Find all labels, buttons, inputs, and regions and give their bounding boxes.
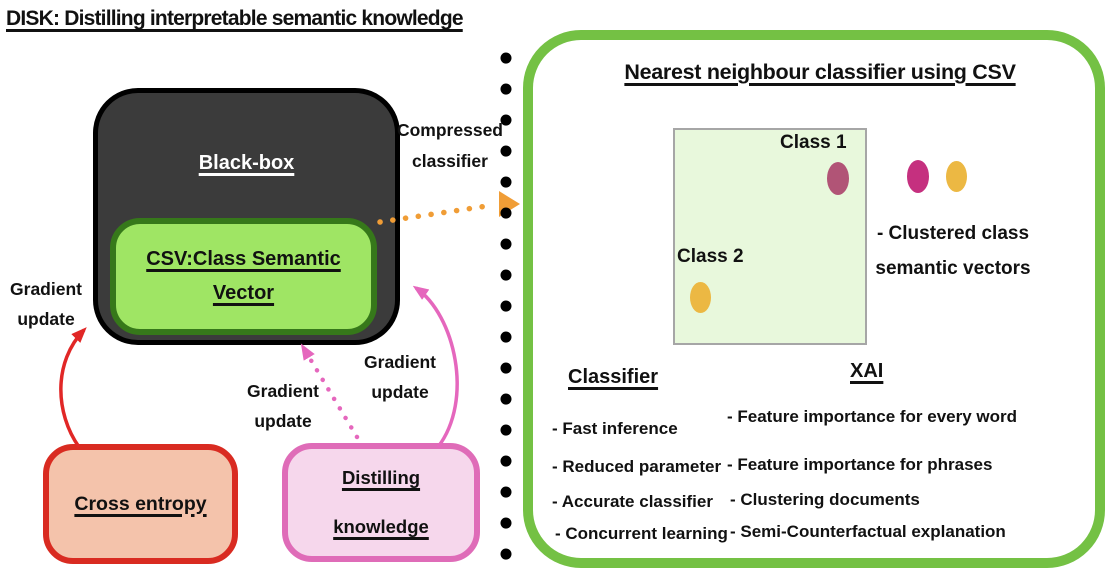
classifier-item: - Fast inference <box>552 419 678 438</box>
classifier-heading: Classifier <box>568 366 659 388</box>
csv-label: CSV:Class Semantic Vector <box>110 218 377 335</box>
cluster-point-yellow <box>946 161 967 192</box>
distilling-knowledge-box: Distilling knowledge <box>282 443 480 562</box>
diagram-title: DISK: Distilling interpretable semantic … <box>6 7 464 30</box>
compressed-classifier-arrowhead <box>499 191 520 217</box>
cross-entropy-gradient-arrow <box>59 327 87 449</box>
classifier-item: - Accurate classifier <box>552 492 713 511</box>
gradient-update-mid-label: Gradient update <box>247 381 319 431</box>
compressed-classifier-line1: Compressed <box>396 120 503 140</box>
class2-point <box>690 282 711 313</box>
black-box-label: Black-box <box>198 152 295 174</box>
xai-item: - Clustering documents <box>730 490 920 509</box>
xai-heading: XAI <box>850 360 884 382</box>
class1-point <box>827 162 849 195</box>
gradient-update-left-label: Gradient update <box>10 279 82 329</box>
class2-label: Class 2 <box>677 246 744 267</box>
panel-title: Nearest neighbour classifier using CSV <box>624 60 1016 84</box>
xai-item: - Feature importance for phrases <box>727 455 993 474</box>
classifier-item: - Reduced parameter <box>552 457 722 476</box>
distilling-label-line2: knowledge <box>333 516 429 537</box>
compressed-classifier-line2: classifier <box>412 151 488 171</box>
class1-label: Class 1 <box>780 132 847 153</box>
csv-label-line2: Vector <box>212 282 275 304</box>
clustered-vectors-caption: - Clustered class semantic vectors <box>875 223 1031 279</box>
compressed-classifier-label: Compressed classifier <box>394 115 506 177</box>
csv-label-line1: CSV:Class Semantic <box>146 248 341 270</box>
cross-entropy-label: Cross entropy <box>74 492 207 515</box>
classifier-item: - Concurrent learning <box>555 524 728 543</box>
cluster-point-magenta <box>907 160 929 193</box>
gradient-update-right-label: Gradient update <box>364 352 436 402</box>
xai-item: - Feature importance for every word <box>727 407 1018 426</box>
distilling-label-line1: Distilling <box>341 467 421 488</box>
xai-item: - Semi-Counterfactual explanation <box>730 522 1006 541</box>
cross-entropy-box: Cross entropy <box>43 444 238 564</box>
csv-box <box>110 218 377 335</box>
